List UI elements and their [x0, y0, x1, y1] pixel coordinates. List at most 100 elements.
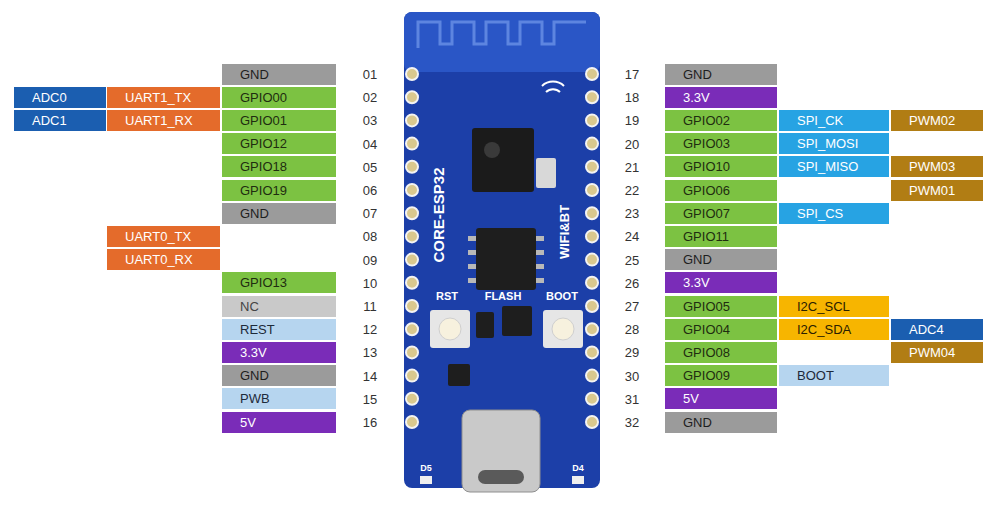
pin-number: 03 [363, 113, 377, 128]
pin-number: 01 [363, 67, 377, 82]
pin-label: I2C_SCL [779, 296, 850, 317]
pin-number: 15 [363, 391, 377, 406]
pin-label: PWM04 [891, 342, 955, 363]
pin-label: REST [222, 319, 275, 340]
pin-number: 08 [363, 229, 377, 244]
spi-function: SPI_CS [779, 203, 889, 224]
pin-label: ADC4 [891, 319, 944, 340]
pin-number: 26 [625, 275, 639, 290]
pin-label: GND [222, 64, 269, 85]
wireless-symbol [542, 82, 564, 92]
gpio-pin: GPIO19 [222, 180, 336, 201]
pin-number: 31 [625, 391, 639, 406]
led-d4 [572, 476, 584, 484]
pin-label: ADC0 [14, 87, 67, 108]
pad [406, 393, 418, 405]
pin-label: GPIO01 [222, 110, 287, 131]
pin-label: GPIO13 [222, 272, 287, 293]
gpio-pin: GPIO02 [665, 110, 777, 131]
power-pin: 3.3V [222, 342, 336, 363]
pad [586, 323, 598, 335]
gpio-pin: GPIO09 [665, 365, 777, 386]
gpio-pin: GPIO18 [222, 156, 336, 177]
flash-pins [468, 236, 544, 283]
pin-number: 17 [625, 67, 639, 82]
boot-button [543, 310, 583, 348]
pin-label: 3.3V [222, 342, 267, 363]
i2c-function: I2C_SDA [779, 319, 889, 340]
spi-function: SPI_CK [779, 110, 889, 131]
pin-label: GND [665, 64, 712, 85]
pad [586, 138, 598, 150]
usb-c-connector [462, 410, 540, 492]
pad [586, 254, 598, 266]
pad [406, 254, 418, 266]
pad [406, 370, 418, 382]
pin-number: 30 [625, 368, 639, 383]
gpio-pin: GPIO11 [665, 226, 777, 247]
ground-pin: GND [222, 203, 336, 224]
pin-label: UART1_TX [107, 87, 191, 108]
pin-label: 5V [665, 388, 699, 409]
led-label: D4 [572, 463, 584, 473]
pin-label: NC [222, 296, 259, 317]
boot-button-cap [552, 318, 574, 340]
pad [406, 161, 418, 173]
pad [586, 68, 598, 80]
gpio-pin: GPIO01 [222, 110, 336, 131]
pin-label: 3.3V [665, 87, 710, 108]
pin-label: SPI_CS [779, 203, 843, 224]
pad [586, 161, 598, 173]
pin-label: UART0_RX [107, 249, 193, 270]
pad [406, 68, 418, 80]
pin-number: 10 [363, 275, 377, 290]
chip-logo [484, 142, 500, 158]
power-pin: 3.3V [665, 272, 777, 293]
pad [586, 184, 598, 196]
pin-label: UART0_TX [107, 226, 191, 247]
uart-function: UART0_RX [107, 249, 220, 270]
pad [406, 114, 418, 126]
ground-pin: GND [665, 249, 777, 270]
pad [406, 91, 418, 103]
chip-label: FLASH [485, 290, 522, 302]
pin-number: 05 [363, 159, 377, 174]
pad [586, 416, 598, 428]
pin-label: GPIO12 [222, 133, 287, 154]
uart-function: UART1_RX [107, 110, 220, 131]
pad [406, 138, 418, 150]
led-d5 [420, 476, 432, 484]
pin-number: 18 [625, 90, 639, 105]
adc-function: ADC0 [14, 87, 106, 108]
pad [586, 300, 598, 312]
pwm-function: PWM04 [891, 342, 983, 363]
pin-number: 12 [363, 322, 377, 337]
pin-label: GND [665, 412, 712, 433]
gpio-pin: GPIO05 [665, 296, 777, 317]
pin-number: 07 [363, 206, 377, 221]
pin-number: 11 [363, 299, 377, 314]
adc-function: ADC1 [14, 110, 106, 131]
ground-pin: GND [665, 64, 777, 85]
pin-label: GND [222, 365, 269, 386]
pad [406, 323, 418, 335]
uart-function: UART1_TX [107, 87, 220, 108]
pin-label: PWM01 [891, 180, 955, 201]
board-name: CORE-ESP32 [430, 167, 447, 262]
pin-label: GPIO06 [665, 180, 730, 201]
pin-number: 27 [625, 299, 639, 314]
antenna-trace [418, 22, 586, 48]
gpio-pin: GPIO08 [665, 342, 777, 363]
antenna-area [404, 12, 600, 72]
pad [586, 91, 598, 103]
pin-number: 23 [625, 206, 639, 221]
gpio-pin: GPIO06 [665, 180, 777, 201]
i2c-function: I2C_SCL [779, 296, 889, 317]
pad [406, 207, 418, 219]
board-feature: WIFI&BT [557, 205, 572, 259]
esp32-chip [472, 128, 534, 192]
flash-chip [476, 228, 536, 290]
pin-label: GPIO10 [665, 156, 730, 177]
pin-label: GPIO08 [665, 342, 730, 363]
